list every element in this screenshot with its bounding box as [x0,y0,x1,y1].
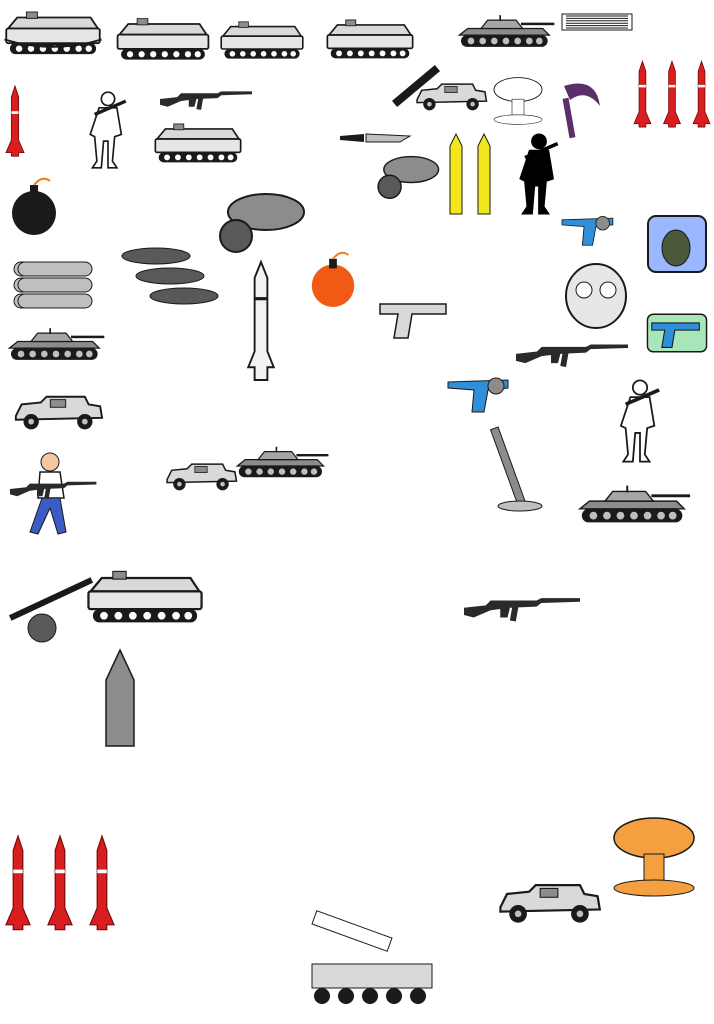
white-missile-icon[interactable] [246,261,276,381]
bomb-icon[interactable] [306,248,360,312]
bomb-icon[interactable] [6,174,62,240]
sniper-soldier-icon[interactable] [570,378,710,464]
main-battle-tank-icon[interactable] [6,316,106,372]
assault-rifle-icon[interactable] [160,84,252,116]
cannon-icon[interactable] [206,186,306,256]
pistol-icon[interactable] [646,302,708,364]
artillery-shell-icon[interactable] [100,648,140,750]
assault-rifle-icon[interactable] [464,584,580,634]
pistol-icon[interactable] [372,290,458,346]
aerial-bomb-icon[interactable] [116,244,222,308]
red-missile-icon[interactable] [5,832,115,936]
amphibious-vehicle-icon[interactable] [2,11,104,56]
mortar-icon[interactable] [470,426,556,512]
rocket-launcher-truck-icon[interactable] [302,904,442,1012]
cannon-icon[interactable] [368,150,440,202]
grenade-icon[interactable] [646,214,708,274]
combat-knife-icon[interactable] [340,130,412,146]
armored-personnel-carrier-icon[interactable] [152,118,244,170]
pipe-bundle-icon[interactable] [10,260,94,312]
tracked-truck-icon[interactable] [218,18,306,64]
yellow-missile-icon[interactable] [446,132,496,224]
sickle-icon[interactable] [556,76,608,140]
main-battle-tank-icon[interactable] [234,440,330,484]
howitzer-icon[interactable] [6,576,104,644]
torpedo-icon[interactable] [561,12,633,32]
running-soldier-icon[interactable] [10,452,98,538]
rocket-launcher-icon[interactable] [388,56,444,118]
military-jeep-icon[interactable] [414,72,488,124]
armored-car-icon[interactable] [12,388,104,440]
military-jeep-icon[interactable] [164,460,238,496]
main-battle-tank-icon[interactable] [576,474,692,534]
revolver-icon[interactable] [447,372,540,416]
revolver-icon[interactable] [561,204,640,256]
main-battle-tank-icon[interactable] [456,6,556,56]
soldier-with-rifle-icon[interactable] [80,90,136,170]
gas-mask-icon[interactable] [556,262,642,336]
assault-rifle-icon[interactable] [516,340,628,370]
red-missile-icon[interactable] [633,50,711,140]
armored-personnel-carrier-icon[interactable] [84,562,206,634]
armored-car-icon[interactable] [496,880,602,930]
red-missile-icon[interactable] [5,80,25,164]
armored-personnel-carrier-icon[interactable] [114,14,212,66]
mushroom-cloud-icon[interactable] [604,816,704,898]
mushroom-cloud-icon[interactable] [488,64,548,138]
